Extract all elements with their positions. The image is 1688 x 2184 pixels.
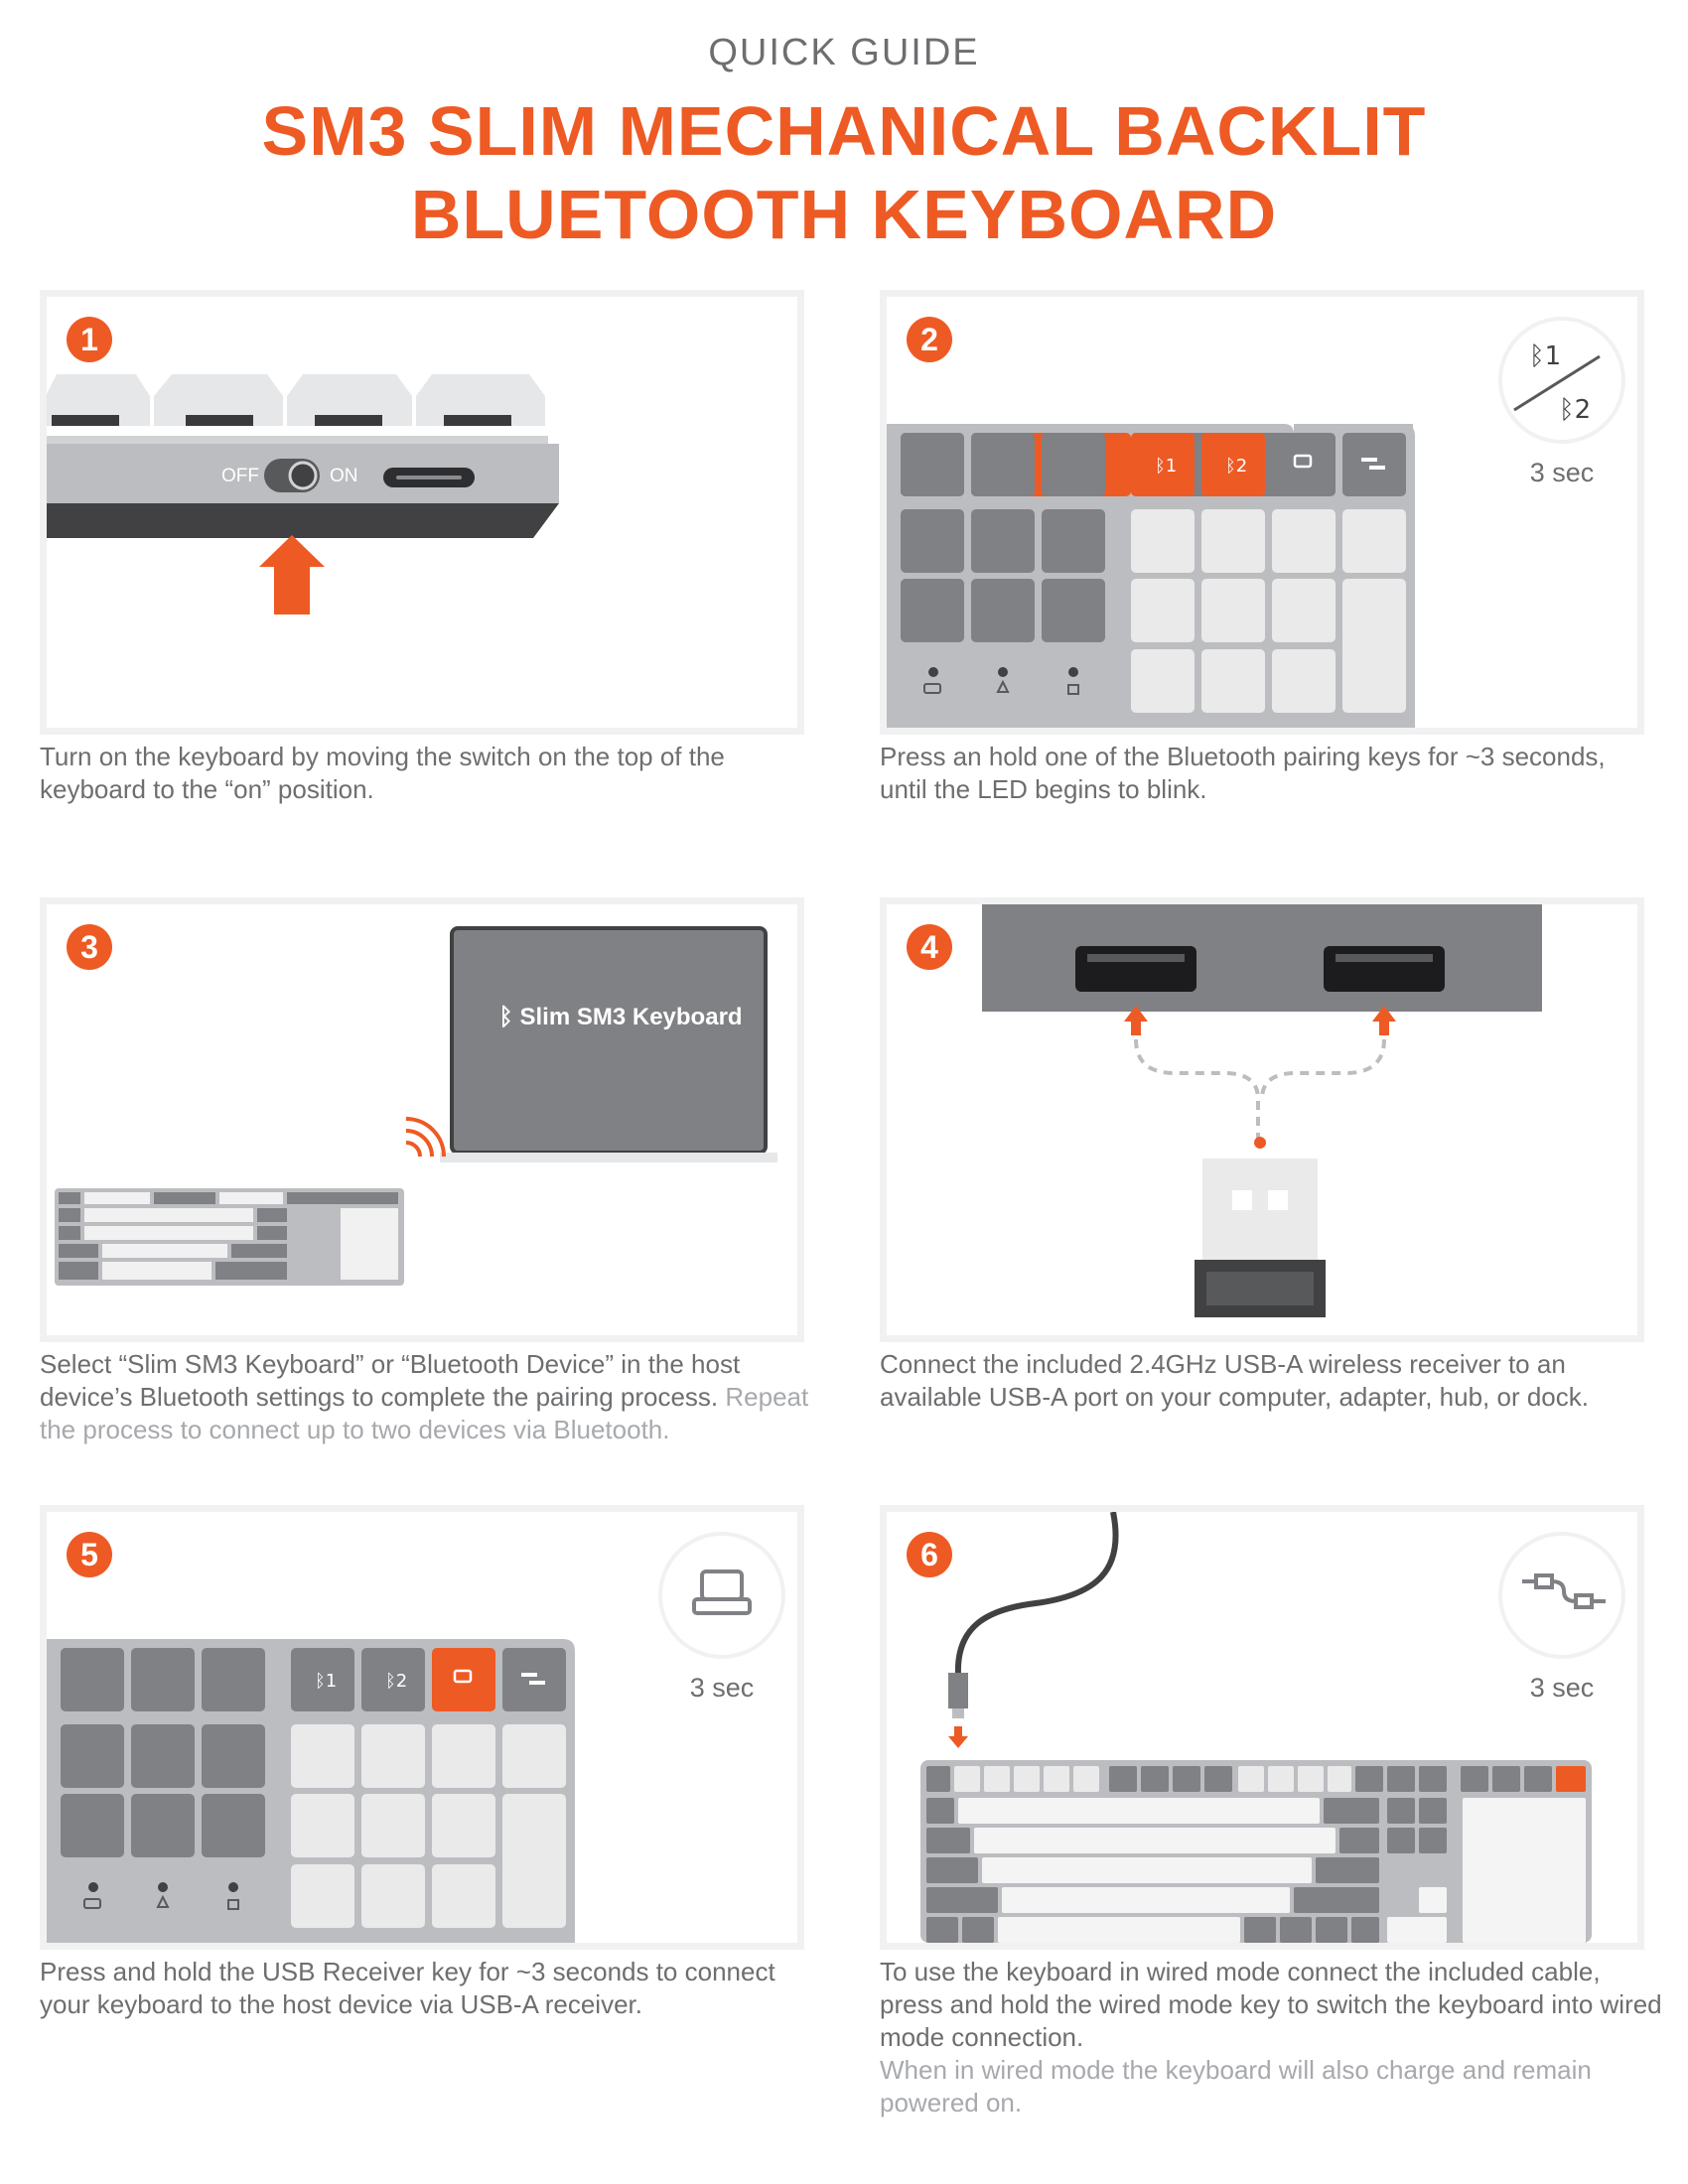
arrow-up-icon <box>259 535 325 614</box>
step-5-badge: 5 <box>67 1532 112 1577</box>
title-line-2: BLUETOOTH KEYBOARD <box>410 176 1278 253</box>
keypad-usb-illustration: ᛒ1 ᛒ2 <box>47 1532 785 1943</box>
arrow-up-icon-2 <box>1372 1006 1396 1035</box>
bluetooth-2-icon: ᛒ2 <box>1225 456 1247 477</box>
battery-icon <box>923 683 941 694</box>
step-6-badge: 6 <box>907 1532 952 1577</box>
hold-bt1-icon: ᛒ1 <box>1529 341 1561 371</box>
step-3-badge: 3 <box>67 924 112 970</box>
guide-eyebrow: QUICK GUIDE <box>708 32 980 73</box>
bluetooth-icon: ᛒ <box>498 1004 513 1030</box>
keypad-illustration: ᛒ1 ᛒ2 ᛒ1 ᛒ2 <box>887 317 1625 728</box>
usb-receiver-icon <box>1293 454 1313 469</box>
bluetooth-2-icon: ᛒ2 <box>385 1671 407 1692</box>
title-line-1: SM3 SLIM MECHANICAL BACKLIT <box>261 92 1427 170</box>
cable-icon <box>521 1673 545 1685</box>
step-6-caption: To use the keyboard in wired mode connec… <box>880 1956 1664 2119</box>
step-6-caption-main: To use the keyboard in wired mode connec… <box>880 1957 1662 2052</box>
hold-time-label: 3 sec <box>689 1673 755 1703</box>
wired-mode-key[interactable] <box>1556 1766 1586 1792</box>
usb-cable <box>954 1512 1119 1676</box>
bluetooth-1-icon: ᛒ1 <box>315 1671 337 1692</box>
step-5-panel: 5 ᛒ1 ᛒ2 3 sec <box>40 1505 804 1950</box>
step-1-panel: 1 OFF ON <box>40 290 804 735</box>
cable-large-icon <box>1522 1573 1606 1609</box>
step-1-badge: 1 <box>67 317 112 362</box>
step-1-caption: Turn on the keyboard by moving the switc… <box>40 742 725 804</box>
usb-receiver-icon <box>453 1669 473 1684</box>
cable-icon <box>1361 458 1385 470</box>
usb-receiver-key[interactable] <box>432 1648 495 1711</box>
step-4-caption: Connect the included 2.4GHz USB-A wirele… <box>880 1349 1589 1412</box>
laptop-screen <box>450 926 768 1155</box>
pairing-illustration <box>55 926 777 1286</box>
step-6-panel: 6 <box>880 1505 1644 1950</box>
wired-mode-illustration <box>920 1512 1625 1943</box>
hold-time-label: 3 sec <box>1529 1673 1595 1703</box>
usb-dongle <box>1202 1159 1318 1266</box>
usb-port-1 <box>1075 946 1196 992</box>
step-6-caption-note: When in wired mode the keyboard will als… <box>880 2055 1592 2117</box>
step-3-caption-note: Repeat the process to connect up to two … <box>40 1382 809 1444</box>
hold-time-label: 3 sec <box>1529 458 1595 487</box>
step-4-panel: 4 <box>880 897 1644 1342</box>
step-2-panel: 2 ᛒ1 ᛒ2 <box>880 290 1644 735</box>
page-title: SM3 SLIM MECHANICAL BACKLIT BLUETOOTH KE… <box>0 89 1688 256</box>
lock-icon <box>227 1899 239 1910</box>
keyboard-side-illustration: OFF ON <box>47 374 559 614</box>
usb-receiver-illustration <box>982 904 1542 1317</box>
wireless-signal-icon <box>405 1117 446 1158</box>
arrow-down-icon <box>948 1726 968 1748</box>
step-3-panel: 3 ᛒ Slim SM3 Keyboard <box>40 897 804 1342</box>
caps-lock-icon <box>996 679 1010 693</box>
caps-lock-icon <box>156 1894 170 1908</box>
device-name: Slim SM3 Keyboard <box>519 1004 743 1030</box>
bluetooth-1-icon: ᛒ1 <box>1155 456 1177 477</box>
device-list-item[interactable]: ᛒ Slim SM3 Keyboard <box>474 1004 768 1031</box>
step-2-badge: 2 <box>907 317 952 362</box>
battery-icon <box>83 1898 101 1909</box>
switch-off-label: OFF <box>221 466 259 486</box>
usb-port-2 <box>1324 946 1445 992</box>
step-5-caption: Press and hold the USB Receiver key for … <box>40 1957 775 2019</box>
step-4-badge: 4 <box>907 924 952 970</box>
computer-edge <box>982 904 1542 1012</box>
hold-bt2-icon: ᛒ2 <box>1559 395 1591 425</box>
step-3-caption: Select “Slim SM3 Keyboard” or “Bluetooth… <box>40 1348 824 1446</box>
step-2-caption: Press an hold one of the Bluetooth pairi… <box>880 742 1606 804</box>
lock-icon <box>1067 684 1079 695</box>
arrow-up-icon <box>1124 1006 1148 1035</box>
switch-on-label: ON <box>330 466 358 486</box>
step-3-caption-main: Select “Slim SM3 Keyboard” or “Bluetooth… <box>40 1349 741 1412</box>
